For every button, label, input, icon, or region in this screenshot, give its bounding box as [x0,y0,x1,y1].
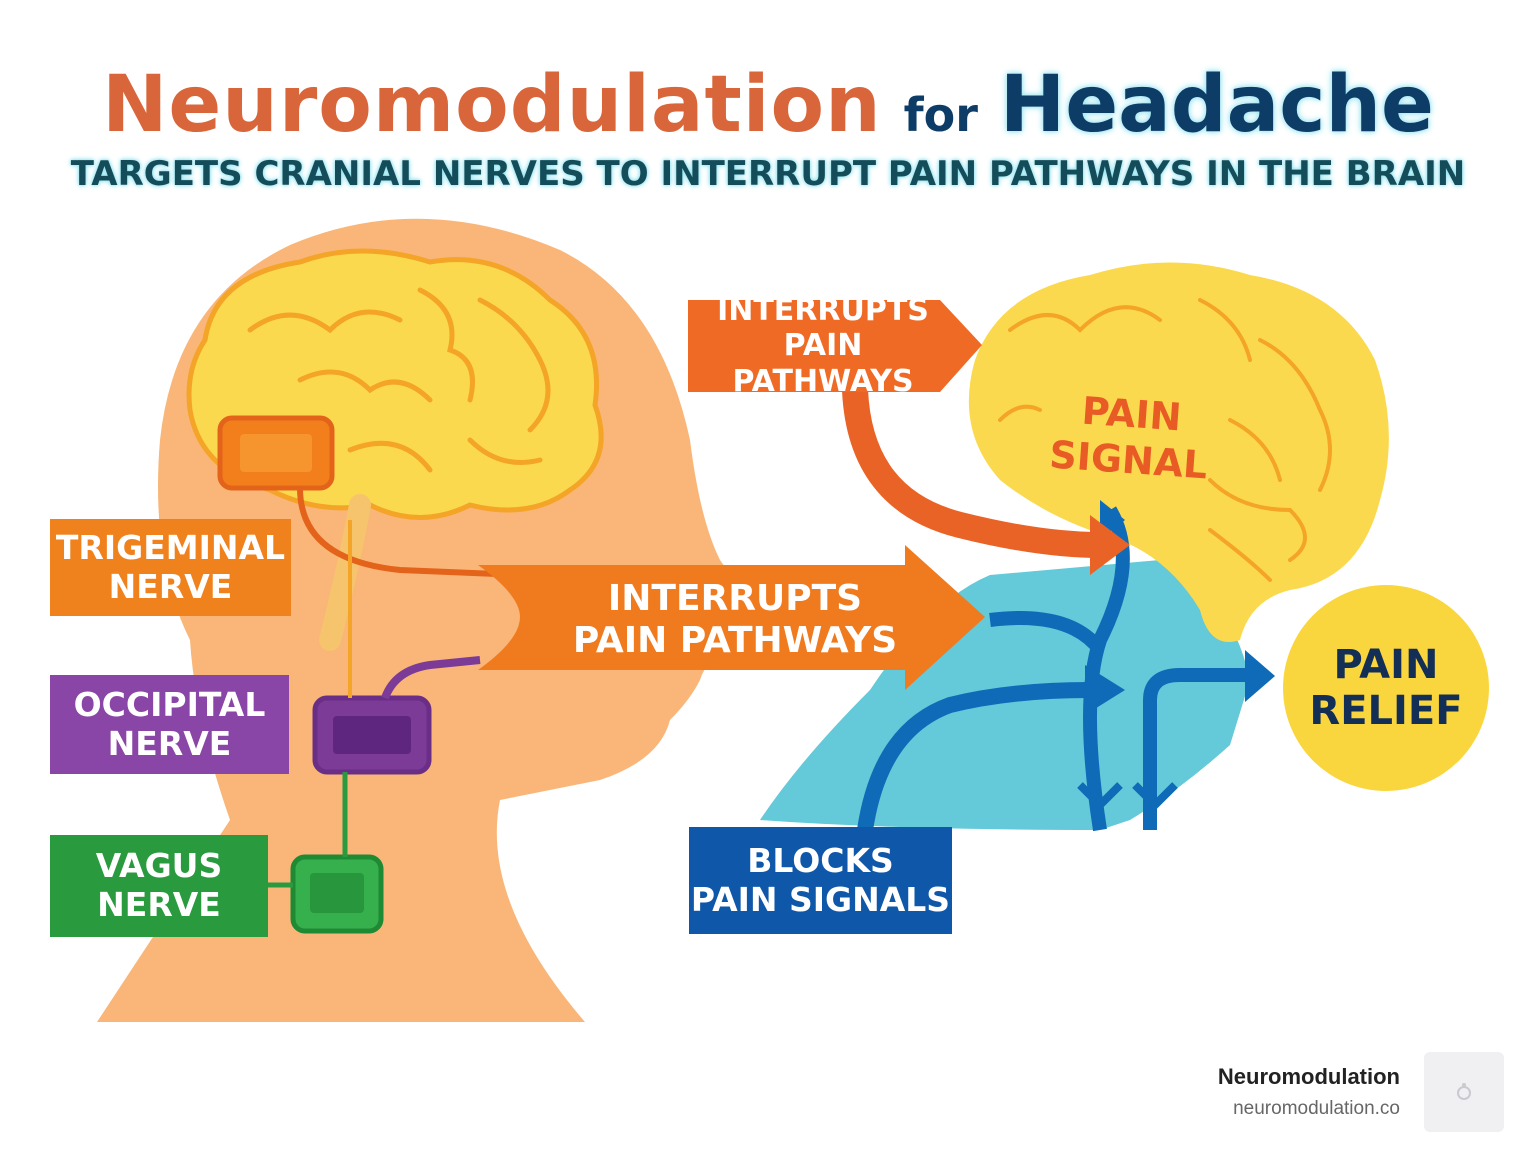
trigeminal-line2: NERVE [108,566,233,606]
vagus-nerve-label: VAGUS NERVE [50,835,268,937]
blocks-line2: PAIN SIGNALS [690,879,951,919]
main-interrupts-arrow [478,545,985,690]
interrupts-top-label: INTERRUPTS PAIN PATHWAYS [688,293,958,399]
brand-logo-icon [1424,1052,1504,1132]
footer-attribution: Neuromodulation neuromodulation.co [1218,1064,1400,1120]
occipital-line2: NERVE [107,723,232,763]
page-subtitle: TARGETS CRANIAL NERVES TO INTERRUPT PAIN… [70,154,1466,194]
footer-brand: Neuromodulation [1217,1064,1400,1089]
trigeminal-box [50,519,291,616]
title-headache: Headache [999,60,1434,150]
vagus-line2: NERVE [97,885,221,924]
relief-arrowhead [1245,650,1275,702]
interrupts-main-line1: INTERRUPTS [607,577,863,619]
occipital-line1: OCCIPITAL [73,684,266,724]
interrupts-top-line2: PAIN PATHWAYS [732,328,914,399]
interrupts-main-label: INTERRUPTS PAIN PATHWAYS [560,570,910,670]
title-neuromodulation: Neuromodulation [102,60,882,150]
interrupts-top-line1: INTERRUPTS [717,292,929,328]
page-title: Neuromodulation for Headache [0,40,1536,150]
interrupts-main-line2: PAIN PATHWAYS [572,620,898,661]
vagus-line1: VAGUS [95,846,223,886]
trigeminal-nerve-label: TRIGEMINAL NERVE [50,519,291,616]
occipital-nerve-label: OCCIPITAL NERVE [50,675,289,774]
pain-relief-circle: PAIN RELIEF [1283,585,1489,791]
occipital-box [50,675,289,774]
blocks-callout-box [689,827,952,934]
pain-relief-line1: PAIN [1333,642,1439,688]
blocks-line1: BLOCKS [747,840,894,880]
vagus-box [50,835,268,937]
signal-brain [968,262,1389,642]
blocks-label: BLOCKS PAIN SIGNALS [689,827,952,934]
top-interrupts-arrow [688,300,982,392]
footer-url: neuromodulation.co [1233,1098,1400,1119]
trigeminal-line1: TRIGEMINAL [55,527,286,567]
title-for: for [903,88,978,142]
pain-relief-line2: RELIEF [1309,688,1463,734]
pain-signal-label: PAIN SIGNAL [1027,385,1233,490]
